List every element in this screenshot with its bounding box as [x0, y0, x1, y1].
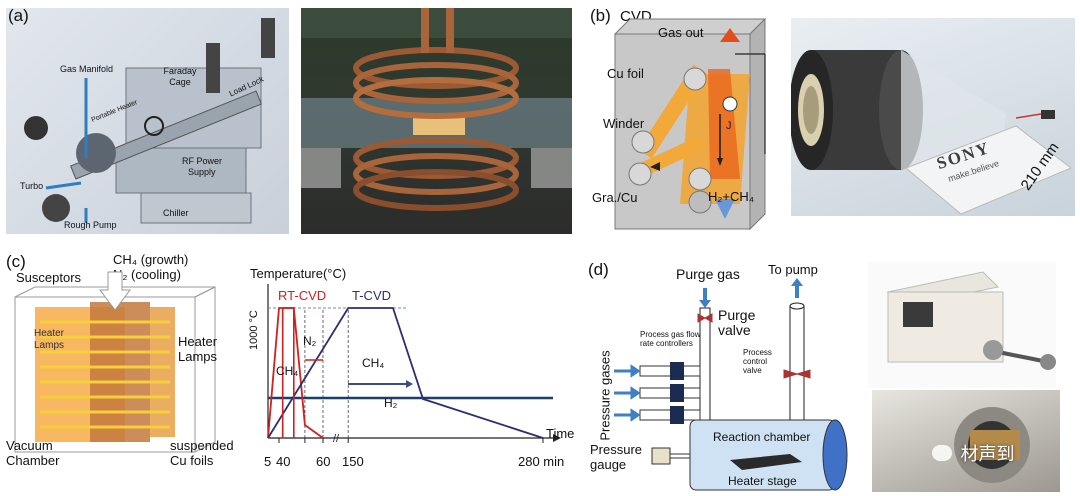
label-j: J — [726, 120, 732, 132]
coil-drawing — [301, 8, 572, 211]
label-ch4-left: CH₄ — [276, 364, 299, 378]
heater-lamps-left-text: Heater Lamps — [34, 328, 65, 351]
label-pressure-gases: Pressure gases — [597, 350, 613, 441]
process-gas-text: Process gas flow rate controllers — [640, 330, 701, 348]
coil-photo — [301, 8, 572, 234]
label-suspended-cu: suspended Cu foils — [170, 438, 250, 468]
panel-d-label: (d) — [588, 260, 609, 279]
legend-rt-cvd: RT-CVD — [278, 288, 327, 303]
sony-photo: SONY make.believe 210 mm — [791, 18, 1075, 216]
xtick-1: 40 — [276, 454, 291, 469]
roll-to-roll-diagram — [613, 17, 767, 231]
label-winder: Winder — [603, 116, 645, 131]
rt-cvd-chamber-drawing — [14, 271, 216, 453]
panel-c: (c) CH₄ (growth) N₂ (cooling) Susceptors… — [0, 248, 580, 496]
label-ch4-growth: CH₄ (growth) — [113, 252, 189, 267]
label-gra-cu: Gra./Cu — [592, 190, 638, 205]
xtick-0: 5 — [264, 454, 272, 469]
callout-rf-power: RF Power — [182, 156, 223, 166]
closeup-drawing — [954, 407, 1030, 483]
instrument-photo — [868, 262, 1056, 388]
vacuum-chamber-text: Vacuum Chamber — [6, 438, 60, 468]
schematic-drawing — [614, 278, 848, 491]
series-t-cvd — [267, 307, 544, 439]
callout-gas-manifold: Gas Manifold — [60, 64, 114, 74]
label-heater-stage: Heater stage — [728, 474, 797, 488]
label-to-pump: To pump — [768, 262, 818, 277]
chart-plot-area: // — [267, 284, 561, 445]
label-gas-out: Gas out — [658, 25, 704, 40]
xtick-3: 150 — [342, 454, 364, 469]
callout-supply: Supply — [188, 167, 216, 177]
label-process-control: Process control valve — [743, 348, 787, 375]
panel-b: (b) CVD Gas out Cu foil Winder Gra./Cu J… — [580, 0, 1080, 240]
label-process-gas: Process gas flow rate controllers — [640, 330, 704, 348]
closeup-photo — [872, 390, 1060, 492]
callout-rough-pump: Rough Pump — [64, 220, 117, 230]
xtick-4: 280 min — [518, 454, 565, 469]
label-heater-lamps-right: Heater Lamps — [178, 334, 228, 364]
temperature-chart: Temperature(°C) 1000 °C // RT-CVD T-CVD … — [248, 248, 580, 496]
watermark: 材声到 — [932, 440, 1015, 465]
callout-turbo: Turbo — [20, 181, 44, 191]
label-ch4-right: CH₄ — [362, 356, 385, 370]
label-purge-valve: Purge valve — [718, 308, 768, 338]
label-time: Time — [546, 426, 575, 441]
purge-valve-text: Purge valve — [718, 307, 756, 338]
panel-c-label: (c) — [6, 252, 26, 271]
label-heater-lamps-left: Heater Lamps — [34, 328, 74, 352]
label-h2ch4: H₂+CH₄ — [708, 189, 755, 204]
apparatus-drawing — [24, 18, 275, 224]
panel-b-label: (b) — [590, 6, 611, 25]
chart-ylabel: Temperature(°C) — [250, 266, 347, 281]
pressure-gauge-text: Pressure gauge — [590, 442, 643, 472]
rt-cvd-pulse — [281, 307, 295, 438]
xtick-2: 60 — [316, 454, 331, 469]
panel-a: (a) Gas Manifold Faraday Cage Load Lock … — [0, 0, 580, 240]
label-h2: H₂ — [384, 396, 398, 410]
callout-chiller: Chiller — [163, 208, 189, 218]
axis-break: // — [333, 433, 340, 445]
ch4-arrow-head — [406, 380, 413, 388]
label-pressure-gauge: Pressure gauge — [590, 442, 650, 472]
panel-a-label: (a) — [8, 6, 29, 25]
callout-faraday-cage: Faraday Cage — [160, 66, 200, 88]
panel-d: (d) Purge gas To pump Purge valve Pr — [580, 248, 1080, 496]
x-axis-arrow — [553, 434, 561, 442]
label-reaction-chamber: Reaction chamber — [713, 430, 811, 444]
label-vacuum-chamber: Vacuum Chamber — [6, 438, 76, 468]
faraday-cage-text: Faraday Cage — [163, 66, 197, 87]
label-n2-cooling: N₂ (cooling) — [113, 267, 181, 282]
suspended-cu-text: suspended Cu foils — [170, 438, 234, 468]
label-n2: N₂ — [303, 334, 317, 348]
watermark-text: 材声到 — [960, 444, 1015, 465]
process-control-text: Process control valve — [743, 348, 772, 375]
graphene-roll-drawing — [791, 50, 1072, 215]
label-susceptors: Susceptors — [16, 270, 82, 285]
instrument-drawing — [886, 271, 1056, 370]
legend-t-cvd: T-CVD — [352, 288, 391, 303]
heater-lamps-right-text: Heater Lamps — [178, 334, 218, 364]
label-purge-gas: Purge gas — [676, 266, 740, 282]
chat-icon — [932, 445, 952, 461]
label-cu-foil: Cu foil — [607, 66, 644, 81]
